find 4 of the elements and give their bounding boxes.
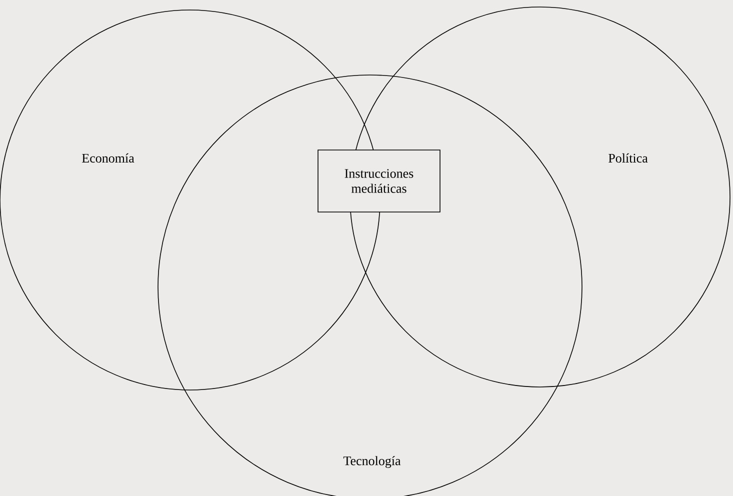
text-box: Instrucciones mediáticas [318,150,440,212]
circle-label: Política [608,153,648,163]
circle-label: Economía [82,153,134,163]
circle-label: Tecnología [343,456,401,468]
